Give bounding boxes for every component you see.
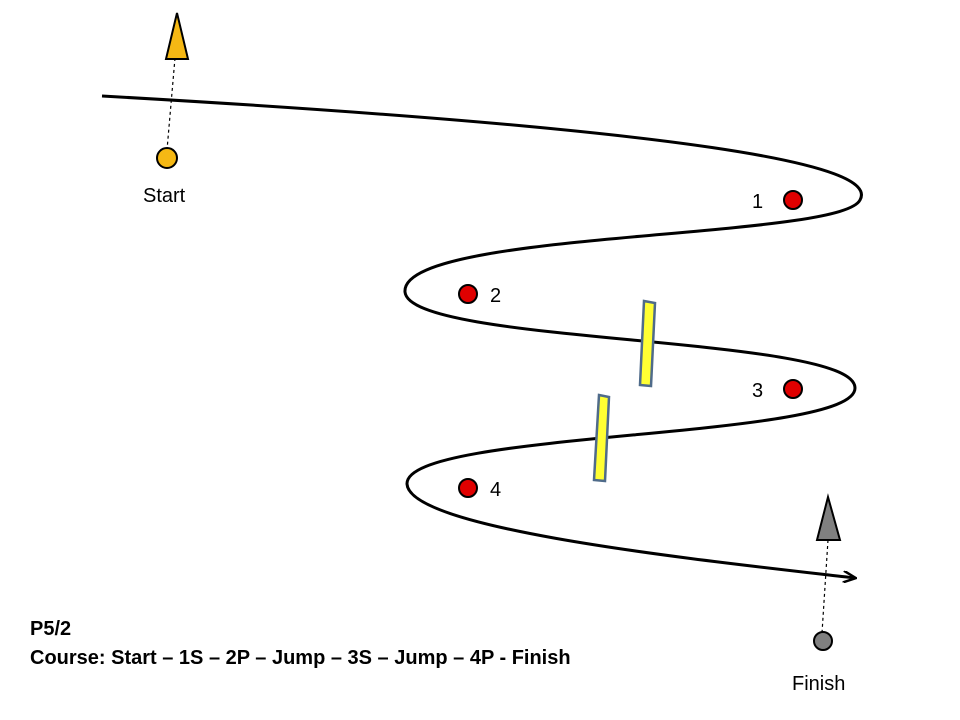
- start-label: Start: [143, 185, 186, 207]
- mark-3-label: 3: [752, 380, 763, 402]
- course-id: P5/2: [30, 618, 72, 640]
- course-path: [101, 94, 863, 578]
- jump-1: [638, 299, 657, 388]
- mark-2: [458, 284, 478, 304]
- finish-label: Finish: [792, 673, 845, 695]
- mark-1: [783, 190, 803, 210]
- mark-3: [783, 379, 803, 399]
- course-description: Course: Start – 1S – 2P – Jump – 3S – Ju…: [30, 647, 571, 669]
- jump-2: [592, 393, 611, 483]
- mark-1-label: 1: [752, 191, 763, 213]
- finish-marker: [813, 631, 833, 651]
- start-flag-icon: [164, 12, 190, 60]
- start-line: [166, 57, 176, 151]
- mark-2-label: 2: [490, 285, 501, 307]
- mark-4: [458, 478, 478, 498]
- mark-4-label: 4: [490, 479, 501, 501]
- start-marker: [156, 147, 178, 169]
- finish-flag-icon: [815, 493, 842, 541]
- finish-line: [821, 539, 829, 634]
